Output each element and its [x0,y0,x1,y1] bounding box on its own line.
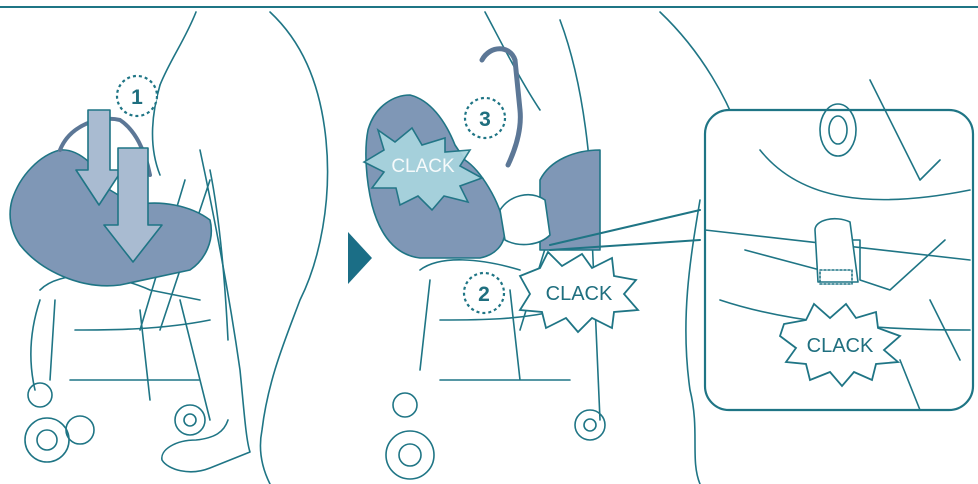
clack-main-text: CLACK [546,283,613,305]
clack-ghost-text: CLACK [391,156,455,177]
step-1-label: 1 [131,86,143,109]
clack-inset-text: CLACK [807,335,874,357]
clack-burst-main: CLACK [520,252,638,332]
right-scene [366,12,750,484]
left-scene [10,12,327,484]
play-triangle-icon [348,232,372,284]
step-3-badge: 3 [465,98,505,138]
step-3-label: 3 [479,108,491,131]
step-2-badge: 2 [464,273,504,313]
step-1-badge: 1 [117,76,157,116]
hand-right [500,195,550,245]
step-2-label: 2 [478,283,490,306]
